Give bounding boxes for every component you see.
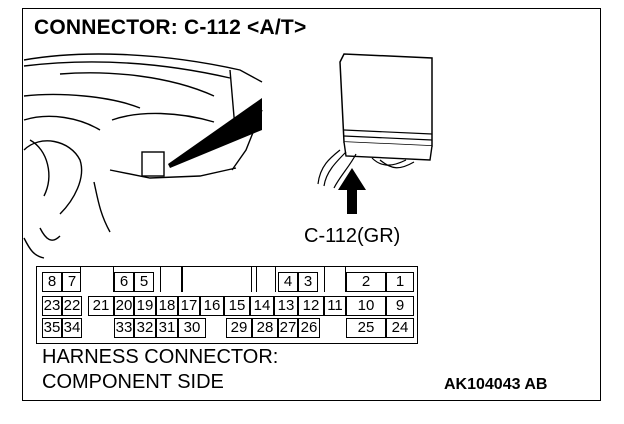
pin-cell: 12 <box>298 296 324 316</box>
pin-cell: 7 <box>62 272 82 292</box>
dash-connector-icon <box>141 151 165 177</box>
pin-cell: 31 <box>156 318 178 338</box>
connector-label: C-112(GR) <box>304 225 401 247</box>
empty-cavity <box>324 266 346 292</box>
pin-cell: 6 <box>114 272 134 292</box>
pin-cell: 18 <box>156 296 178 316</box>
pointer-wedge <box>168 98 262 168</box>
empty-cavity <box>256 266 276 292</box>
pin-cell: 23 <box>42 296 62 316</box>
pin-cell: 20 <box>114 296 134 316</box>
pin-cell: 28 <box>252 318 278 338</box>
pin-cell: 32 <box>134 318 156 338</box>
pin-cell: 19 <box>134 296 156 316</box>
pin-cell: 35 <box>42 318 62 338</box>
pin-cell: 25 <box>346 318 386 338</box>
pin-cell: 30 <box>178 318 206 338</box>
pin-cell: 14 <box>250 296 274 316</box>
figure-code: AK104043 AB <box>444 376 548 393</box>
empty-cavity <box>80 266 114 292</box>
pin-cell: 15 <box>224 296 250 316</box>
page-title: CONNECTOR: C-112 <A/T> <box>34 16 307 39</box>
up-arrow-icon <box>338 168 366 214</box>
pin-cell: 17 <box>178 296 200 316</box>
pin-cell: 2 <box>346 272 386 292</box>
caption-harness-connector: HARNESS CONNECTOR: <box>42 346 279 368</box>
empty-cavity <box>160 266 182 292</box>
pin-cell: 11 <box>324 296 346 316</box>
component-module <box>317 53 433 189</box>
pin-cell: 9 <box>386 296 414 316</box>
caption-component-side: COMPONENT SIDE <box>42 371 224 393</box>
pin-cell: 13 <box>274 296 298 316</box>
pin-cell: 3 <box>298 272 318 292</box>
pin-cell: 4 <box>278 272 298 292</box>
pin-cell: 5 <box>134 272 154 292</box>
figure-frame <box>22 8 601 401</box>
pin-cell: 29 <box>226 318 252 338</box>
pin-cell: 8 <box>42 272 62 292</box>
pin-cell: 24 <box>386 318 414 338</box>
pin-cell: 16 <box>200 296 224 316</box>
pin-cell: 27 <box>278 318 298 338</box>
pin-cell: 33 <box>114 318 134 338</box>
pin-cell: 21 <box>88 296 114 316</box>
pin-cell: 1 <box>386 272 414 292</box>
pin-cell: 22 <box>62 296 82 316</box>
pin-cell: 10 <box>346 296 386 316</box>
empty-cavity <box>182 266 252 292</box>
pin-cell: 26 <box>298 318 320 338</box>
pin-cell: 34 <box>62 318 82 338</box>
